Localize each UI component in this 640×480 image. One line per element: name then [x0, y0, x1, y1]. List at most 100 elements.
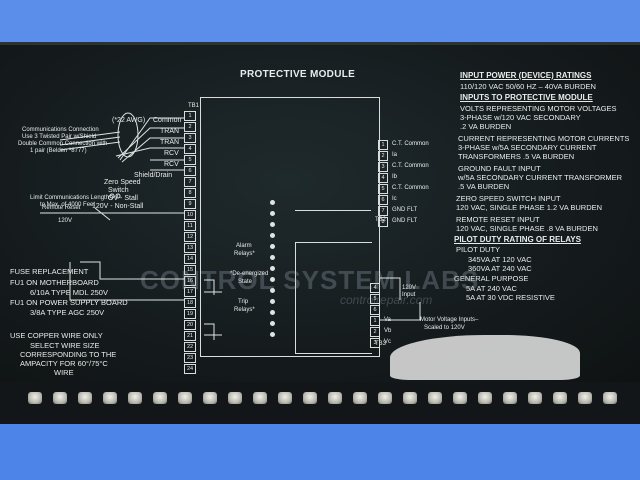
worn-paint-patch	[390, 335, 580, 380]
zero-speed-spec: ZERO SPEED SWITCH INPUT	[456, 194, 561, 203]
limit-comm-text: Limit Communications Length	[30, 195, 110, 201]
tb1-terminal: 18	[184, 298, 196, 308]
comm-connection-text: Use 3 Twisted Pair w/Shield	[22, 134, 97, 140]
general-line: 5A AT 30 VDC RESISTIVE	[466, 293, 555, 302]
control-panel: PROTECTIVE MODULE TB1 TB2 TB3 1 2 3 4 5 …	[0, 42, 640, 385]
terminal-rcv: RCV	[164, 150, 179, 157]
tb2-terminal: 2	[378, 151, 388, 161]
terminal-screw	[478, 392, 492, 404]
comm-connection-text: Double Common Connection with	[18, 141, 108, 147]
zero-speed-label: Zero Speed	[104, 179, 141, 186]
tb3-terminal: 3	[370, 338, 380, 348]
comm-connection-text: 1 pair (Belden ª8777)	[30, 148, 87, 154]
watermark-subtext: controlrepair.com	[340, 293, 433, 307]
input-120v-label: 120V	[402, 285, 417, 291]
tb2-terminal: 5	[378, 184, 388, 194]
comm-connection-text: Communications Connection	[22, 127, 99, 133]
tb1-terminal: 7	[184, 177, 196, 187]
trip-relays-label: Trip	[238, 299, 249, 305]
ct-label: Ia	[392, 152, 398, 158]
ground-line: .5 VA BURDEN	[458, 182, 510, 191]
terminal-screw	[28, 392, 42, 404]
tb2-terminal: 6	[378, 195, 388, 205]
tb1-terminal: 6	[184, 166, 196, 176]
wire-line: USE COPPER WIRE ONLY	[10, 331, 103, 340]
de-energized-label: *De-energized	[230, 271, 269, 277]
de-energized-label: State	[238, 279, 253, 285]
tb1-terminal: 9	[184, 199, 196, 209]
terminal-screw	[228, 392, 242, 404]
wire-line: WIRE	[54, 368, 74, 377]
terminal-screw	[303, 392, 317, 404]
tb1-terminal: 3	[184, 133, 196, 143]
indicator-dot	[270, 200, 275, 205]
tb1-terminal: 2	[184, 122, 196, 132]
tb2-terminal: 3	[378, 162, 388, 172]
tb1-terminal: 13	[184, 243, 196, 253]
general-line: 5A AT 240 VAC	[466, 284, 517, 293]
wire-gauge: (*22 AWG)	[112, 117, 146, 124]
fuse-heading: FUSE REPLACEMENT	[10, 267, 89, 276]
indicator-dot	[270, 277, 275, 282]
tb3-terminal: 5	[370, 294, 380, 304]
terminal-screw	[453, 392, 467, 404]
terminal-tran: TRAN	[160, 139, 180, 146]
tb3-terminal: 1	[370, 316, 380, 326]
terminal-screw	[428, 392, 442, 404]
terminal-screw	[528, 392, 542, 404]
ground-line: w/5A SECONDARY CURRENT TRANSFORMER	[458, 173, 623, 182]
terminal-screw	[278, 392, 292, 404]
trip-relays-label: Relays*	[234, 307, 255, 313]
ct-label: Ib	[392, 174, 398, 180]
terminal-screw	[503, 392, 517, 404]
tb3-label: TB3	[375, 341, 387, 347]
gnd-flt-label: GND FLT	[392, 207, 418, 213]
gnd-flt-label: GND FLT	[392, 218, 418, 224]
module-outline	[200, 97, 380, 357]
fuse-line: 6/10A TYPE MDL 250V	[30, 288, 108, 297]
ground-line: GROUND FAULT INPUT	[458, 164, 541, 173]
motor-voltage-label: Scaled to 120V	[424, 325, 465, 331]
tb2-label: TB2	[375, 217, 387, 223]
bottom-background	[0, 424, 640, 480]
zero-speed-label: OV - Stall	[108, 195, 138, 202]
top-background	[0, 0, 640, 42]
terminal-screw	[128, 392, 142, 404]
wire-line: CORRESPONDING TO THE	[20, 350, 117, 359]
tb1-terminal: 20	[184, 320, 196, 330]
indicator-dot	[270, 211, 275, 216]
panel-title: PROTECTIVE MODULE	[240, 69, 356, 80]
fuse-line: FU1 ON POWER SUPPLY BOARD	[10, 298, 128, 307]
remote-reset-spec: 120 VAC, SINGLE PHASE .8 VA BURDEN	[456, 224, 598, 233]
indicator-dot	[270, 255, 275, 260]
tb1-label: TB1	[188, 103, 200, 109]
terminal-screw	[203, 392, 217, 404]
current-line: 3-PHASE w/5A SECONDARY CURRENT	[458, 143, 597, 152]
general-line: GENERAL PURPOSE	[454, 274, 529, 283]
terminal-screw	[403, 392, 417, 404]
voltage-120-label: 120V	[58, 218, 73, 224]
indicator-dot	[270, 321, 275, 326]
tb2-terminal: 4	[378, 173, 388, 183]
module-inner-divider	[295, 210, 371, 241]
terminal-screw	[328, 392, 342, 404]
inputs-heading: INPUTS TO PROTECTIVE MODULE	[460, 93, 593, 102]
ct-label: Ic	[392, 196, 397, 202]
ct-label: C.T. Common	[392, 141, 429, 147]
fuse-line: 3/8A TYPE AGC 250V	[30, 308, 105, 317]
tb3-terminal: 2	[370, 327, 380, 337]
tb1-terminal: 23	[184, 353, 196, 363]
tb1-terminal: 12	[184, 232, 196, 242]
terminal-screw	[153, 392, 167, 404]
terminal-screw	[78, 392, 92, 404]
relay-heading: PILOT DUTY RATING OF RELAYS	[454, 235, 581, 244]
tb2-terminal: 8	[378, 217, 388, 227]
tb1-terminal: 15	[184, 265, 196, 275]
indicator-dot	[270, 332, 275, 337]
motor-voltage-label: Motor Voltage Inputs–	[420, 317, 479, 323]
indicator-dot	[270, 266, 275, 271]
zero-speed-label: Switch	[108, 187, 129, 194]
fuse-line: FU1 ON MOTHERBOARD	[10, 278, 99, 287]
tb3-terminal: 6	[370, 305, 380, 315]
